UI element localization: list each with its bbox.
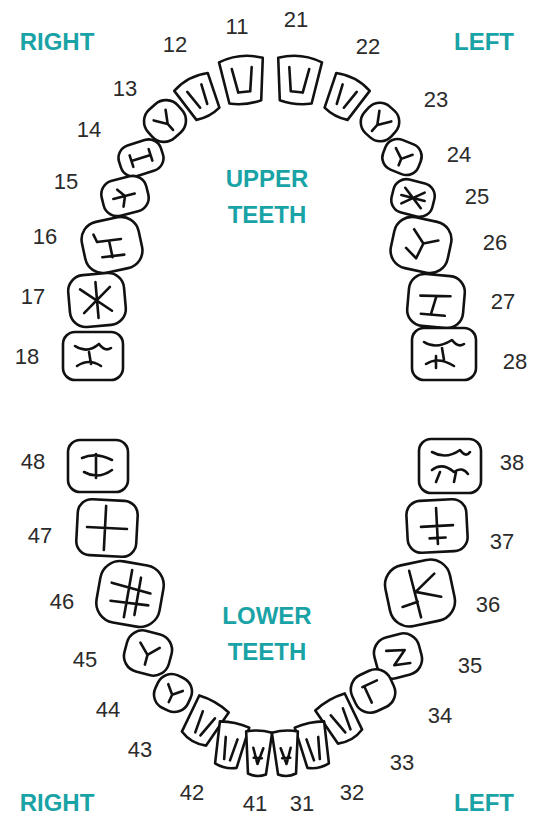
tooth — [406, 273, 466, 330]
tooth-number: 16 — [33, 224, 57, 249]
jaw-label: LOWER TEETH — [212, 598, 322, 670]
side-label: RIGHT — [20, 789, 95, 817]
tooth-number: 45 — [73, 647, 97, 672]
tooth — [63, 332, 123, 380]
tooth — [272, 730, 300, 777]
tooth — [98, 173, 151, 219]
tooth — [149, 669, 197, 717]
tooth — [378, 135, 425, 179]
tooth-number: 44 — [96, 697, 120, 722]
tooth-number: 13 — [113, 76, 137, 101]
tooth — [387, 214, 455, 277]
tooth-number: 14 — [77, 117, 101, 142]
tooth-number: 46 — [50, 589, 74, 614]
tooth-number: 11 — [226, 14, 249, 39]
tooth — [93, 558, 167, 630]
tooth — [412, 328, 476, 380]
tooth — [406, 498, 469, 553]
tooth — [120, 627, 175, 679]
tooth-number: 27 — [491, 289, 515, 314]
tooth-number: 42 — [180, 780, 204, 805]
tooth-number: 22 — [356, 34, 380, 59]
tooth — [78, 214, 146, 277]
tooth — [68, 440, 128, 492]
tooth — [244, 730, 272, 777]
tooth — [115, 136, 167, 180]
tooth-number: 12 — [163, 32, 187, 57]
tooth — [419, 439, 481, 493]
tooth — [294, 720, 333, 771]
tooth — [76, 498, 139, 557]
tooth-number: 35 — [458, 653, 482, 678]
tooth-number: 31 — [290, 791, 314, 816]
tooth-number: 41 — [243, 791, 267, 816]
tooth — [219, 54, 268, 106]
side-label: LEFT — [454, 789, 514, 817]
jaw-label: UPPER TEETH — [212, 161, 322, 233]
tooth-number: 38 — [500, 450, 524, 475]
tooth-number: 21 — [284, 7, 308, 32]
tooth-number: 18 — [15, 344, 39, 369]
tooth — [389, 176, 438, 219]
tooth-number: 17 — [21, 284, 45, 309]
tooth-number: 32 — [340, 780, 364, 805]
tooth-number: 43 — [128, 737, 152, 762]
tooth-number: 48 — [21, 449, 45, 474]
tooth — [67, 272, 127, 329]
tooth — [274, 54, 323, 106]
tooth — [211, 720, 250, 771]
tooth-number: 24 — [447, 142, 471, 167]
tooth-number: 33 — [390, 750, 414, 775]
tooth-number: 36 — [476, 592, 500, 617]
side-label: RIGHT — [20, 28, 95, 56]
tooth-number: 15 — [54, 169, 78, 194]
tooth-number: 25 — [465, 184, 489, 209]
tooth-number: 37 — [490, 529, 514, 554]
tooth-number: 26 — [483, 230, 507, 255]
tooth — [381, 556, 458, 630]
tooth-number: 47 — [28, 523, 52, 548]
tooth-number: 34 — [428, 703, 452, 728]
side-label: LEFT — [454, 28, 514, 56]
tooth-number: 23 — [424, 87, 448, 112]
tooth-number: 28 — [503, 349, 527, 374]
